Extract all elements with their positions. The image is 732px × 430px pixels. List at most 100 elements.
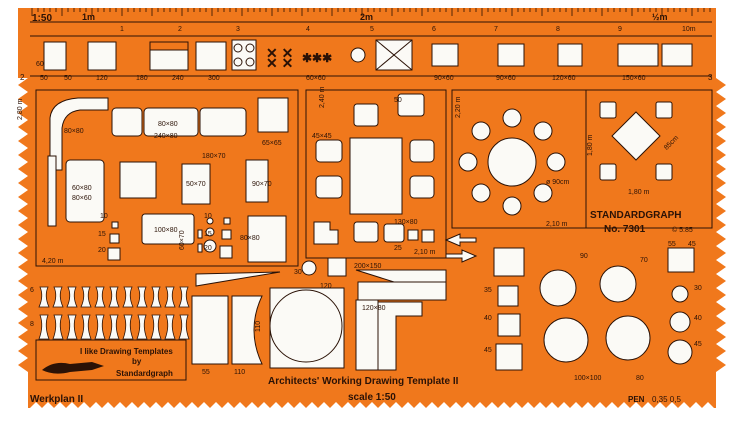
pen-sizes: 0,35 0,5	[652, 395, 681, 404]
square-tile-1	[493, 247, 525, 277]
werkplan-label: Werkplan II	[30, 394, 83, 405]
keyhole-shape	[52, 314, 64, 340]
square-65	[257, 97, 289, 133]
svg-text:300: 300	[208, 75, 220, 82]
ruler-num-5: 5	[370, 26, 374, 33]
scale-label-top: 1:50	[32, 13, 52, 24]
svg-text:120×80: 120×80	[362, 305, 386, 312]
svg-text:90: 90	[580, 253, 588, 260]
svg-text:6: 6	[30, 287, 34, 294]
svg-text:2,40 m: 2,40 m	[319, 86, 326, 108]
ruler-1m: 1m	[82, 12, 95, 22]
svg-text:45: 45	[688, 241, 696, 248]
svg-text:120: 120	[320, 283, 332, 290]
svg-text:✱✱✱: ✱✱✱	[302, 51, 332, 65]
keyhole-shape	[150, 286, 162, 308]
keyhole-shape	[80, 286, 92, 308]
svg-text:55: 55	[668, 241, 676, 248]
svg-text:2,80 m: 2,80 m	[17, 98, 24, 120]
keyhole-shape	[136, 314, 148, 340]
keyhole-shape	[80, 314, 92, 340]
ruler-num-7: 7	[494, 26, 498, 33]
svg-text:65×65: 65×65	[262, 140, 282, 147]
cupboard-120x60	[557, 43, 583, 67]
svg-text:50: 50	[40, 75, 48, 82]
svg-text:50×70: 50×70	[186, 181, 206, 188]
bottom-labels: Architects' Working Drawing Template II …	[30, 376, 681, 405]
svg-text:60×80: 60×80	[72, 185, 92, 192]
svg-text:80×80: 80×80	[240, 235, 260, 242]
crocodile-logo	[42, 362, 104, 374]
keyhole-shape	[108, 286, 120, 308]
svg-text:50: 50	[394, 97, 402, 104]
svg-text:240: 240	[172, 75, 184, 82]
keyhole-shape	[150, 314, 162, 340]
model-number: No. 7301	[604, 224, 646, 235]
logo-box: I like Drawing Templates by Standardgrap…	[35, 339, 187, 381]
svg-text:100×80: 100×80	[154, 227, 178, 234]
svg-text:130×80: 130×80	[394, 219, 418, 226]
svg-text:1,80 m: 1,80 m	[628, 189, 650, 196]
svg-text:180×70: 180×70	[202, 153, 226, 160]
square-80x80	[247, 215, 287, 263]
ruler-num-2: 2	[178, 26, 182, 33]
svg-text:60×60: 60×60	[306, 75, 326, 82]
ruler-num-9: 9	[618, 26, 622, 33]
keyhole-shape	[136, 286, 148, 308]
wardrobe	[191, 295, 229, 365]
svg-text:10: 10	[204, 213, 212, 220]
svg-text:80×60: 80×60	[72, 195, 92, 202]
diamond-table	[611, 111, 661, 161]
keyhole-shape	[178, 314, 190, 340]
svg-text:30: 30	[694, 285, 702, 292]
row-one-symbols: ✕ ✕ ✕ ✕ ✱✱✱	[30, 35, 712, 77]
table-60x70	[119, 161, 157, 199]
cupboard-150x60	[617, 43, 659, 67]
ruler-2m: 2m	[360, 12, 373, 22]
table-90x70	[245, 159, 269, 203]
keyhole-shape	[164, 314, 176, 340]
svg-text:20: 20	[204, 245, 212, 252]
round-table	[269, 289, 343, 363]
svg-text:2,20 m: 2,20 m	[455, 96, 462, 118]
svg-text:45: 45	[484, 347, 492, 354]
scale-label-bottom: scale 1:50	[348, 392, 396, 403]
toilet	[313, 221, 339, 245]
top-ruler: 1:50 1m 2m ½m 1 2 3 4 5 6 7 8 9 10m	[30, 8, 712, 33]
svg-text:10: 10	[100, 213, 108, 220]
keyhole-shape	[52, 286, 64, 308]
bed-60x80	[65, 159, 105, 223]
sink-square	[87, 41, 117, 71]
svg-text:50: 50	[64, 75, 72, 82]
svg-text:180: 180	[136, 75, 148, 82]
corner-sofa	[49, 97, 109, 171]
cupboard-90x60	[431, 43, 459, 67]
svg-text:45: 45	[694, 341, 702, 348]
svg-text:110: 110	[234, 369, 245, 376]
svg-text:40: 40	[484, 315, 492, 322]
svg-text:25: 25	[394, 245, 402, 252]
ruler-num-6: 6	[432, 26, 436, 33]
svg-text:✕ ✕: ✕ ✕	[266, 45, 293, 61]
svg-text:90×60: 90×60	[496, 75, 516, 82]
table-50x70	[181, 163, 211, 205]
ruler-num-4: 4	[306, 26, 310, 33]
keyhole-shape	[122, 286, 134, 308]
svg-text:55: 55	[202, 369, 210, 376]
svg-text:Standardgraph: Standardgraph	[116, 369, 173, 378]
svg-text:15: 15	[204, 231, 212, 238]
svg-text:✕ ✕: ✕ ✕	[266, 55, 293, 71]
svg-text:120: 120	[96, 75, 108, 82]
dining-table	[349, 137, 403, 215]
svg-text:by: by	[132, 357, 142, 366]
bench-left	[47, 155, 57, 227]
ruler-num-8: 8	[556, 26, 560, 33]
chair-45	[315, 139, 343, 163]
svg-text:240×80: 240×80	[154, 133, 178, 140]
svg-text:40: 40	[694, 315, 702, 322]
ruler-half: ½m	[652, 12, 668, 22]
right-panel	[444, 89, 713, 371]
left-panel-labels: 2,80 m 80×80 80×80 240×80 180×70 65×65 6…	[17, 98, 302, 276]
svg-text:120×60: 120×60	[552, 75, 576, 82]
svg-text:45×45: 45×45	[312, 133, 332, 140]
